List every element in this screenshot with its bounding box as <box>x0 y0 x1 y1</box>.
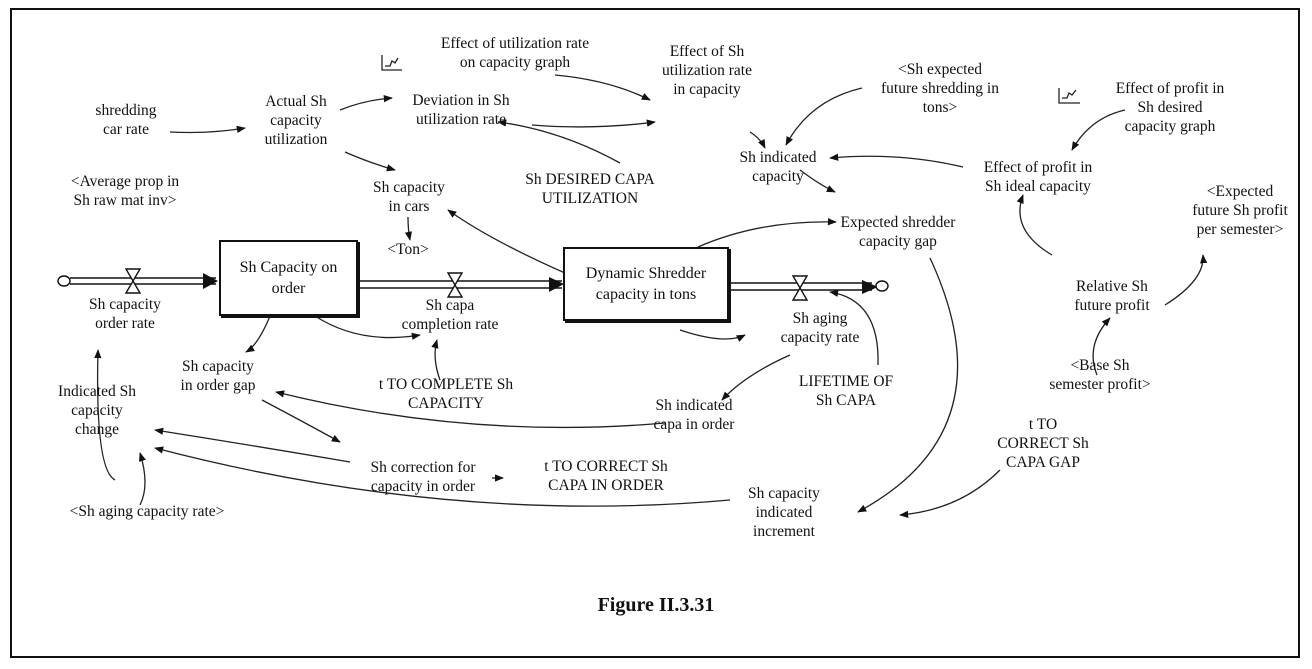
cloud-sink-icon <box>875 280 889 292</box>
var-expected-future-profit: <Expected future Sh profit per semester> <box>1192 183 1288 238</box>
figure-frame <box>10 8 1300 658</box>
var-relative-future-profit: Relative Sh future profit <box>1074 278 1150 314</box>
var-avg-prop-raw: <Average prop in Sh raw mat inv> <box>70 173 180 209</box>
var-effect-profit-ideal: Effect of profit in Sh ideal capacity <box>983 159 1093 195</box>
var-expected-future-shredding: <Sh expected future shredding in tons> <box>881 61 999 116</box>
var-effect-util-graph: Effect of utilization rate on capacity g… <box>440 35 590 71</box>
var-capacity-indicated-increment: Sh capacity indicated increment <box>748 485 820 540</box>
lookup-graph-icon <box>381 55 402 71</box>
stock-capacity-on-order: Sh Capacity on order <box>219 240 358 316</box>
var-effect-util-rate: Effect of Sh utilization rate in capacit… <box>662 43 752 98</box>
var-shredding-car-rate: shredding car rate <box>95 102 157 138</box>
var-lifetime-capa: LIFETIME OF Sh CAPA <box>798 373 894 409</box>
lookup-graph-icon <box>1058 88 1080 104</box>
var-t-to-correct-order: t TO CORRECT Sh CAPA IN ORDER <box>544 458 668 494</box>
var-indicated-capacity: Sh indicated capacity <box>739 149 817 185</box>
var-capacity-order-rate: Sh capacity order rate <box>89 296 161 332</box>
var-capa-completion-rate: Sh capa completion rate <box>401 297 499 333</box>
var-correction-capacity-in-order: Sh correction for capacity in order <box>370 459 476 495</box>
var-indicated-capacity-change: Indicated Sh capacity change <box>58 383 136 438</box>
var-aging-capacity-rate-shadow: <Sh aging capacity rate> <box>69 503 225 520</box>
stock-dynamic-shredder-capacity: Dynamic Shredder capacity in tons <box>563 247 729 321</box>
var-t-to-complete: t TO COMPLETE Sh CAPACITY <box>378 376 514 412</box>
var-aging-capacity-rate: Sh aging capacity rate <box>780 310 860 346</box>
valve-aging-rate-icon <box>791 275 809 301</box>
valve-completion-rate-icon <box>446 272 464 298</box>
var-t-to-correct-gap: t TO CORRECT Sh CAPA GAP <box>997 416 1089 471</box>
cloud-source-icon <box>57 275 71 287</box>
flow-order-rate <box>70 273 218 289</box>
var-expected-capacity-gap: Expected shredder capacity gap <box>840 214 956 250</box>
var-capacity-in-order-gap: Sh capacity in order gap <box>180 358 256 394</box>
var-desired-capa-util: Sh DESIRED CAPA UTILIZATION <box>525 171 655 207</box>
figure-caption: Figure II.3.31 <box>597 594 715 616</box>
var-effect-profit-graph: Effect of profit in Sh desired capacity … <box>1115 80 1225 135</box>
var-deviation-util-rate: Deviation in Sh utilization rate <box>412 92 510 128</box>
var-ton: <Ton> <box>387 241 429 258</box>
var-actual-utilization: Actual Sh capacity utilization <box>264 93 328 148</box>
valve-order-rate-icon <box>124 268 142 294</box>
flow-completion-rate <box>357 277 564 292</box>
var-capacity-in-cars: Sh capacity in cars <box>373 179 445 215</box>
causal-links <box>94 74 1208 518</box>
var-indicated-capa-in-order: Sh indicated capa in order <box>653 397 735 433</box>
var-base-semester-profit: <Base Sh semester profit> <box>1049 357 1151 393</box>
